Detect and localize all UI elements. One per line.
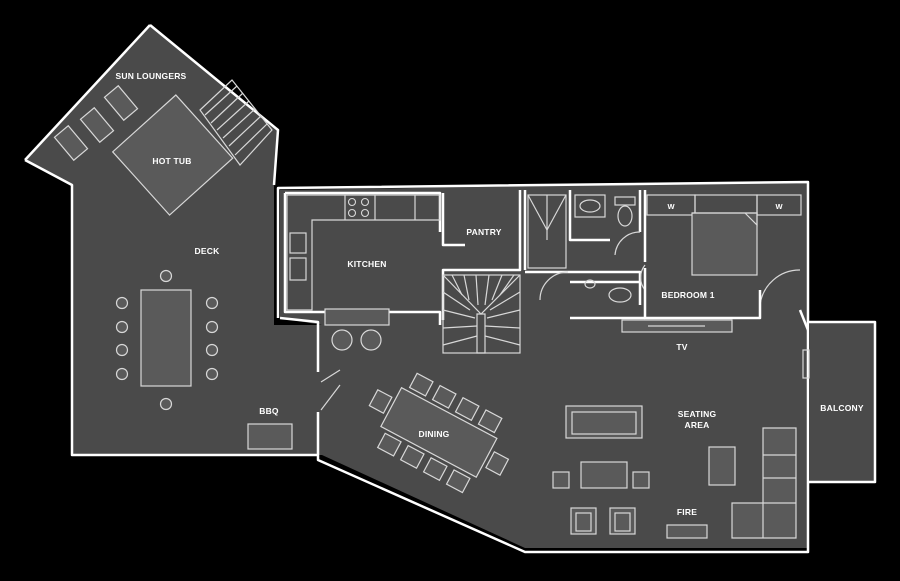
sun-lounger xyxy=(53,84,139,162)
side-seat xyxy=(552,471,570,489)
outer-wall xyxy=(276,180,810,554)
dining-set xyxy=(368,372,510,494)
wardrobe-label-right: W xyxy=(775,202,783,211)
bbq xyxy=(247,423,293,450)
kitchen-island xyxy=(324,308,390,326)
fireplace xyxy=(666,524,708,539)
label-balcony: BALCONY xyxy=(820,403,864,413)
side-seat xyxy=(632,471,650,489)
toilet xyxy=(614,196,636,227)
label-kitchen: KITCHEN xyxy=(347,259,386,269)
label-sun-loungers: SUN LOUNGERS xyxy=(116,71,187,81)
shower xyxy=(527,194,567,269)
staircase xyxy=(442,274,521,354)
balcony xyxy=(802,320,877,484)
ottoman xyxy=(708,446,736,486)
label-seating-area: SEATING xyxy=(678,409,717,419)
label-deck: DECK xyxy=(195,246,221,256)
ensuite-basin xyxy=(584,279,632,303)
label-tv: TV xyxy=(676,342,687,352)
bar-stool xyxy=(360,329,382,351)
deck-table xyxy=(140,289,192,387)
wardrobe-label-left: W xyxy=(667,202,675,211)
label-dining: DINING xyxy=(419,429,450,439)
label-bbq: BBQ xyxy=(259,406,279,416)
label-hot-tub: HOT TUB xyxy=(152,156,191,166)
bed xyxy=(691,212,758,276)
label-seating-area-2: AREA xyxy=(685,420,710,430)
wardrobe xyxy=(646,194,802,216)
bar-stool xyxy=(331,329,353,351)
label-bedroom: BEDROOM 1 xyxy=(661,290,714,300)
sofa xyxy=(565,405,643,439)
corner-sofa xyxy=(731,427,797,539)
hob xyxy=(347,197,370,218)
deck-steps xyxy=(199,79,273,166)
label-fire: FIRE xyxy=(677,507,697,517)
label-pantry: PANTRY xyxy=(466,227,501,237)
coffee-table xyxy=(580,461,628,489)
basin xyxy=(574,194,606,218)
deck-chair xyxy=(115,269,219,411)
kitchen-sink xyxy=(289,232,307,281)
armchair xyxy=(570,507,636,535)
hot-tub xyxy=(111,94,234,216)
